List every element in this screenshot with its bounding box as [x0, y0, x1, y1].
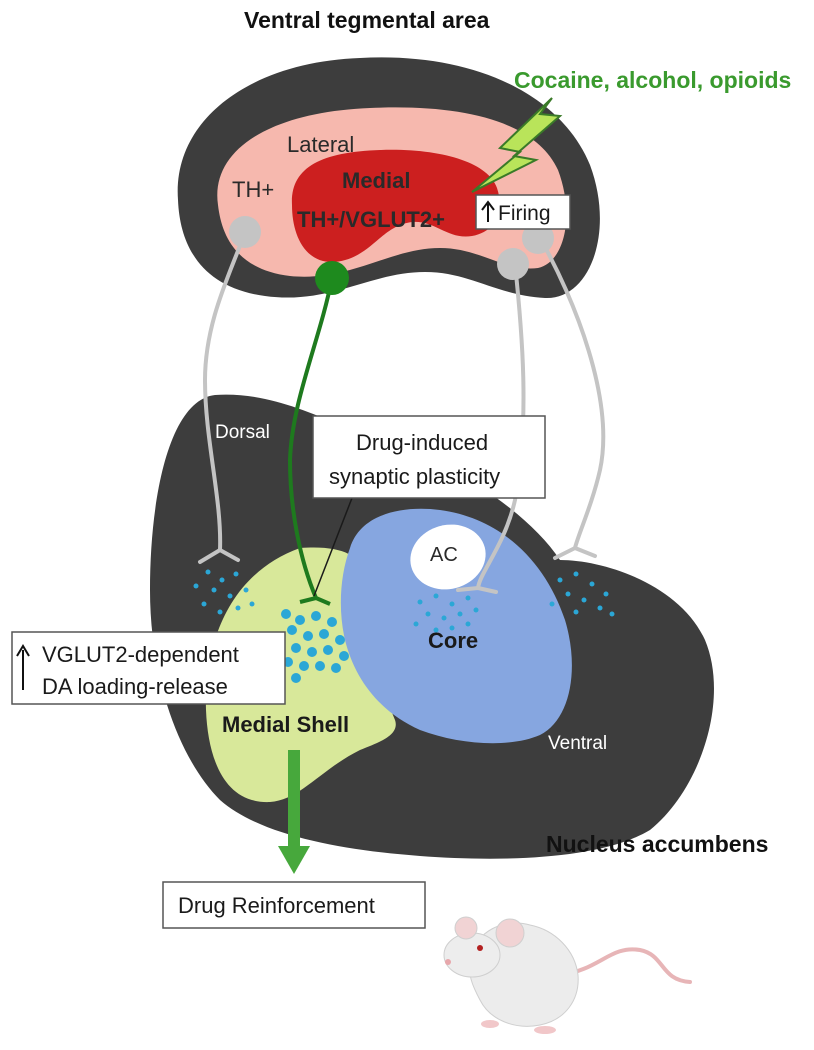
gray-neuron-body-right [522, 222, 554, 254]
vesicles-left [193, 569, 255, 615]
mouse-eye [477, 945, 483, 951]
nac-dorsal-label: Dorsal [215, 422, 270, 443]
lightning-icon [471, 97, 563, 193]
vesicles-right [549, 571, 615, 617]
vta-th-label: TH+ [232, 177, 274, 202]
vglut2-line2: DA loading-release [42, 674, 228, 699]
nac-ac-label: AC [430, 544, 458, 566]
mouse-front-paw [481, 1020, 499, 1028]
reinforcement-box-frame [162, 881, 426, 929]
reinforcement-arrow [278, 750, 310, 874]
plasticity-line2: synaptic plasticity [329, 464, 500, 489]
up-arrow-icon [481, 200, 495, 222]
reinforcement-arrow-shaft [288, 750, 300, 850]
nac-ventral-label: Ventral [548, 733, 607, 754]
mouse-illustration [443, 916, 692, 1034]
plasticity-pointer-line [313, 497, 353, 597]
vglut2-box-frame [11, 631, 286, 705]
nac-medial-shell-label: Medial Shell [222, 712, 349, 737]
firing-box: Firing [475, 194, 571, 230]
vta-region: Lateral TH+ Medial TH+/VGLUT2+ [177, 57, 600, 299]
vglut2-box: VGLUT2-dependent DA loading-release [11, 631, 286, 705]
green-neuron-body [315, 261, 349, 295]
vta-title: Ventral tegmental area [244, 7, 490, 33]
gray-terminal-right [553, 546, 597, 560]
reinforcement-box: Drug Reinforcement [162, 881, 426, 929]
vglut2-line1: VGLUT2-dependent [42, 642, 239, 667]
mouse-ear-left [454, 916, 478, 940]
gray-neuron-body-mid [497, 248, 529, 280]
reinforcement-label: Drug Reinforcement [178, 893, 375, 918]
gray-terminal-mid [456, 586, 498, 594]
nac-region: AC Core Medial Shell Dorsal Ventral [150, 394, 714, 859]
gray-neuron-body-left [229, 216, 261, 248]
mouse-tail [558, 947, 692, 984]
green-projection-axon [287, 277, 334, 599]
nac-core [340, 508, 572, 744]
nac-title: Nucleus accumbens [546, 831, 768, 857]
vta-lateral-label: Lateral [287, 132, 354, 157]
mouse-head [443, 932, 501, 978]
firing-label: Firing [498, 202, 551, 225]
reinforcement-arrow-head [278, 846, 310, 874]
firing-box-frame [475, 194, 571, 230]
vta-medial-label: Medial [342, 168, 410, 193]
vta-medial-type-label: TH+/VGLUT2+ [297, 207, 445, 232]
gray-terminal-left [198, 548, 240, 564]
up-arrow-icon-2 [16, 644, 30, 690]
green-projection-terminal [299, 596, 331, 606]
plasticity-line1: Drug-induced [356, 430, 488, 455]
vta-medial-region [291, 149, 500, 263]
plasticity-box: Drug-induced synaptic plasticity [312, 415, 546, 597]
mouse-back-paw [534, 1026, 556, 1034]
drugs-label: Cocaine, alcohol, opioids [514, 67, 791, 93]
plasticity-box-frame [312, 415, 546, 499]
gray-axon-left [202, 230, 247, 552]
vesicles-core [413, 593, 479, 633]
nac-ac-region [410, 524, 486, 590]
mouse-ear-right [495, 918, 525, 948]
mouse-nose [445, 959, 451, 965]
gray-axon-right [538, 236, 606, 550]
